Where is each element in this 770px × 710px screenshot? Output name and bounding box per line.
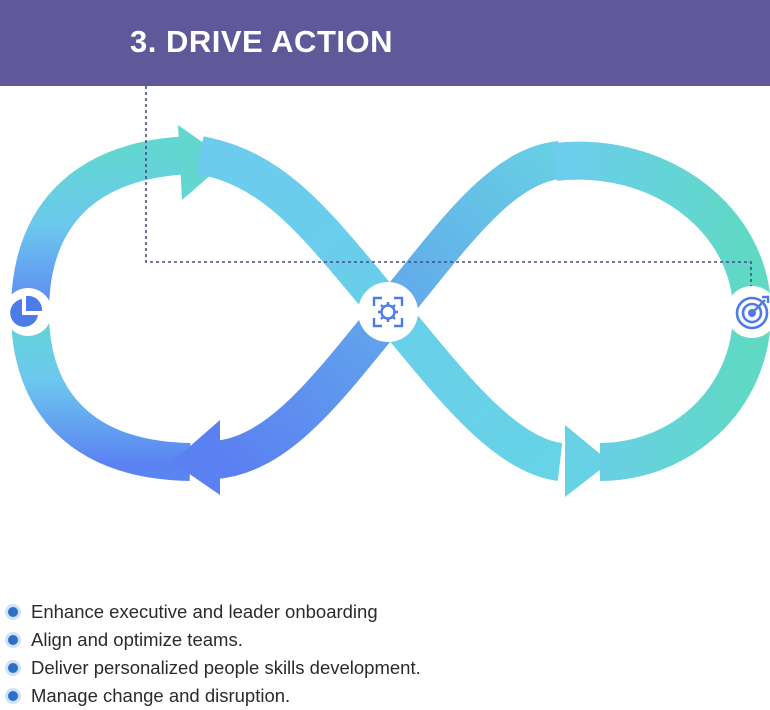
loop-right-arc [552, 141, 770, 481]
list-item-text: Manage change and disruption. [31, 685, 291, 706]
list-item: Enhance executive and leader onboarding [8, 598, 421, 626]
loop-left-bottom-arc [11, 311, 191, 481]
arrowhead-bottom-left [172, 420, 220, 495]
loop-left-top-arc [11, 136, 192, 313]
bullet-dot-icon [8, 691, 18, 701]
header-banner: 3. DRIVE ACTION [0, 0, 770, 86]
bullet-list: Enhance executive and leader onboarding … [8, 598, 421, 710]
gear-focus-icon [372, 296, 404, 328]
bullet-dot-icon [8, 635, 18, 645]
target-icon [735, 295, 770, 330]
infinity-diagram [4, 86, 770, 497]
bullet-dot-icon [8, 607, 18, 617]
list-item-text: Deliver personalized people skills devel… [31, 657, 421, 678]
arrowhead-bottom-right [565, 425, 610, 497]
list-item: Manage change and disruption. [8, 682, 421, 710]
page-title: 3. DRIVE ACTION [130, 24, 393, 59]
node-center [358, 282, 418, 342]
list-item-text: Enhance executive and leader onboarding [31, 601, 378, 622]
list-item: Deliver personalized people skills devel… [8, 654, 421, 682]
list-item-text: Align and optimize teams. [31, 629, 243, 650]
list-item: Align and optimize teams. [8, 626, 421, 654]
pie-chart-icon [10, 295, 43, 327]
bullet-dot-icon [8, 663, 18, 673]
node-right [726, 286, 770, 338]
node-left [4, 288, 52, 336]
